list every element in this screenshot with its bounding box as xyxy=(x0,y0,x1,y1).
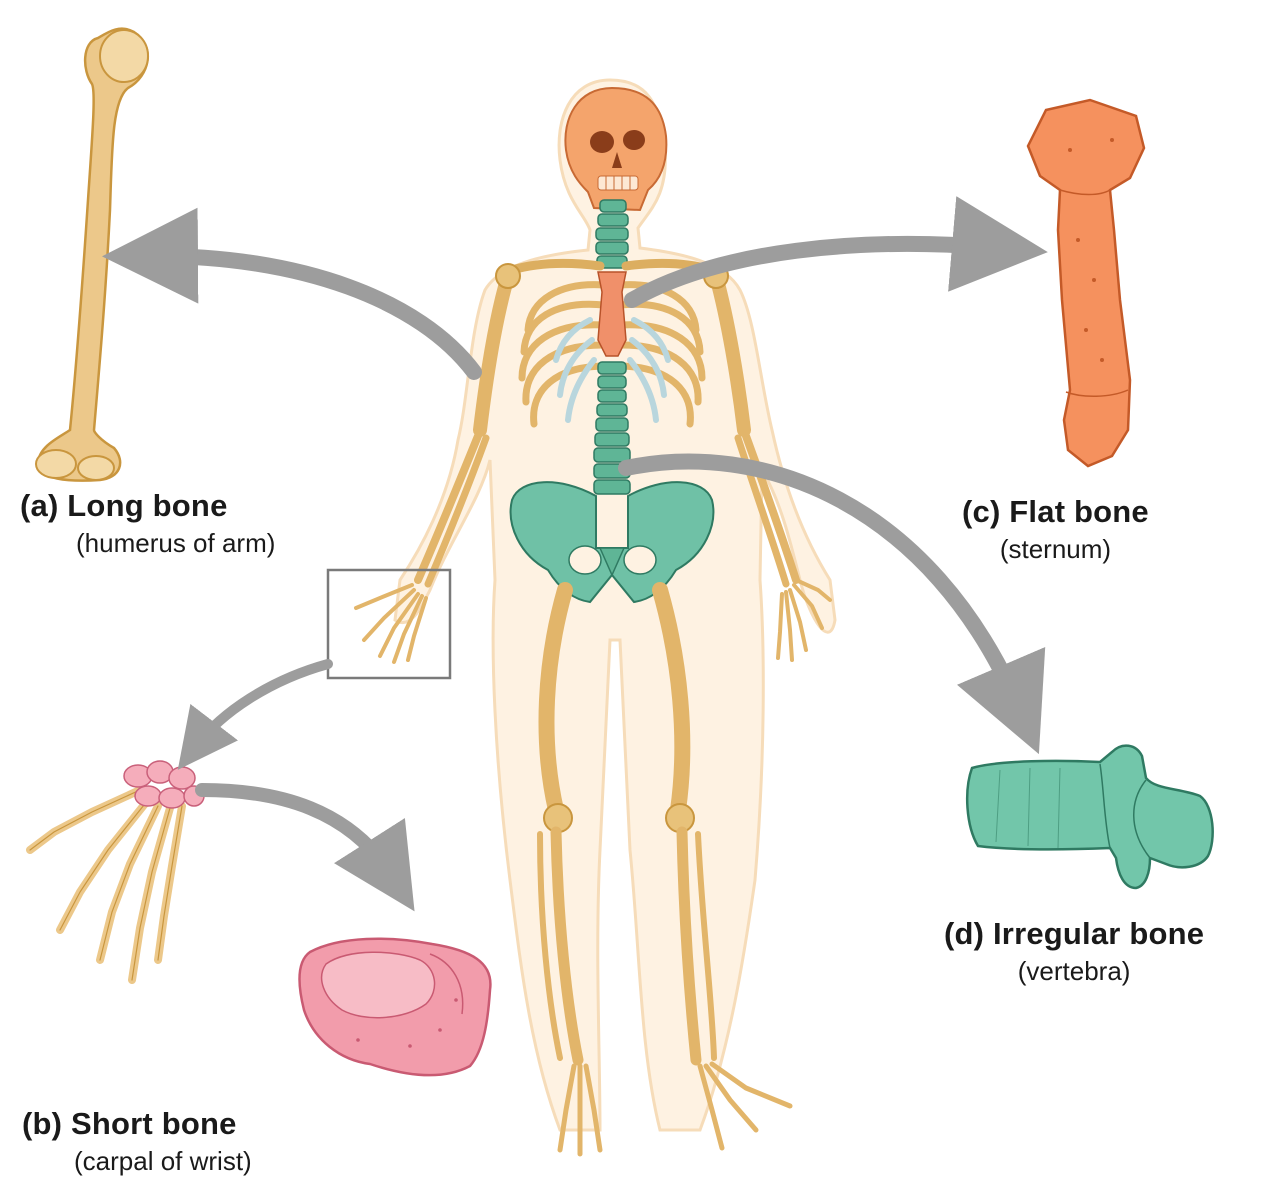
label-long-bone-example: (humerus of arm) xyxy=(76,528,276,558)
sternum-in-body xyxy=(597,271,627,357)
label-short-bone: (b) Short bone (carpal of wrist) xyxy=(22,1106,252,1177)
rib-cage xyxy=(518,281,706,428)
human-skeleton-icon xyxy=(354,86,832,1157)
label-short-bone-title: (b) Short bone xyxy=(22,1106,237,1141)
arrow-to-long-bone xyxy=(102,207,482,380)
label-flat-bone-example: (sternum) xyxy=(999,534,1112,564)
cervical-spine xyxy=(595,199,629,269)
arrow-to-short-bone xyxy=(195,783,415,912)
arm-bones xyxy=(414,263,800,588)
label-irregular-bone: (d) Irregular bone (vertebra) xyxy=(944,916,1204,987)
vertebra-bone-icon xyxy=(965,744,1214,890)
arrow-to-irregular-bone xyxy=(618,453,1046,755)
label-irregular-bone-title: (d) Irregular bone xyxy=(944,916,1205,951)
label-irregular-bone-example: (vertebra) xyxy=(1017,956,1131,986)
hand-highlight-box xyxy=(326,568,452,680)
arrow-to-flat-bone xyxy=(624,196,1048,308)
arrow-to-hand xyxy=(177,659,333,770)
right-hand xyxy=(776,578,832,662)
label-flat-bone: (c) Flat bone (sternum) xyxy=(962,494,1149,565)
label-flat-bone-title: (c) Flat bone xyxy=(962,494,1149,529)
feet xyxy=(557,1061,793,1157)
pelvis xyxy=(509,481,715,604)
hand-bones-icon xyxy=(26,760,205,984)
skull xyxy=(564,86,668,212)
carpal-bone-icon xyxy=(298,937,492,1077)
label-long-bone: (a) Long bone (humerus of arm) xyxy=(20,488,275,559)
connector-arrows xyxy=(102,196,1048,912)
label-short-bone-example: (carpal of wrist) xyxy=(74,1146,252,1176)
leg-bones xyxy=(537,582,717,1066)
label-long-bone-title: (a) Long bone xyxy=(20,488,228,523)
sternum-bone-icon xyxy=(1026,98,1146,468)
hand-in-body xyxy=(354,583,428,664)
humerus-bone-icon xyxy=(35,27,149,482)
